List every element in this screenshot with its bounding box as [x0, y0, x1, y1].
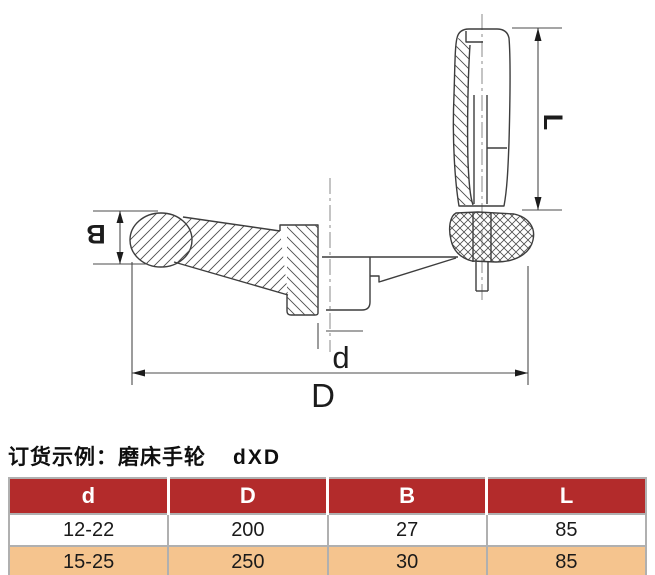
table-cell: 85 [486, 514, 646, 547]
dimension-B: B [86, 210, 158, 265]
handwheel-technical-drawing: B L d D [86, 14, 568, 414]
table-row: 15-25 250 30 85 [9, 546, 646, 575]
dimension-d: d [317, 323, 363, 375]
table-header-cell-d: d [9, 478, 170, 515]
handle-section [452, 28, 511, 292]
dimension-L: L [512, 27, 568, 211]
dim-label-D: D [311, 377, 335, 414]
table-row: 12-22 200 27 85 [9, 514, 646, 547]
wheel-section [129, 211, 535, 316]
table-header-cell-D: D [168, 478, 330, 515]
table-header-cell-B: B [327, 478, 489, 515]
table-cell: 30 [327, 546, 488, 575]
table-cell: 200 [168, 514, 329, 547]
dim-label-d: d [332, 340, 349, 375]
table-cell: 15-25 [9, 546, 170, 575]
order-example-title: 订货示例：磨床手轮 dXD [8, 441, 648, 471]
table-cell: 27 [327, 514, 488, 547]
order-example-label: 订货示例：磨床手轮 [8, 446, 206, 469]
table-cell: 250 [168, 546, 329, 575]
dim-label-B: B [86, 219, 106, 249]
table-cell: 12-22 [9, 514, 170, 547]
spec-table-header-row: d D B L [9, 478, 646, 515]
order-example-code: dXD [233, 446, 281, 469]
spec-table: d D B L 12-22 200 27 85 15-25 250 30 85 [8, 477, 647, 575]
table-header-cell-L: L [486, 478, 646, 515]
dimension-D: D [131, 262, 529, 414]
table-cell: 85 [486, 546, 646, 575]
dim-label-L: L [538, 114, 568, 131]
